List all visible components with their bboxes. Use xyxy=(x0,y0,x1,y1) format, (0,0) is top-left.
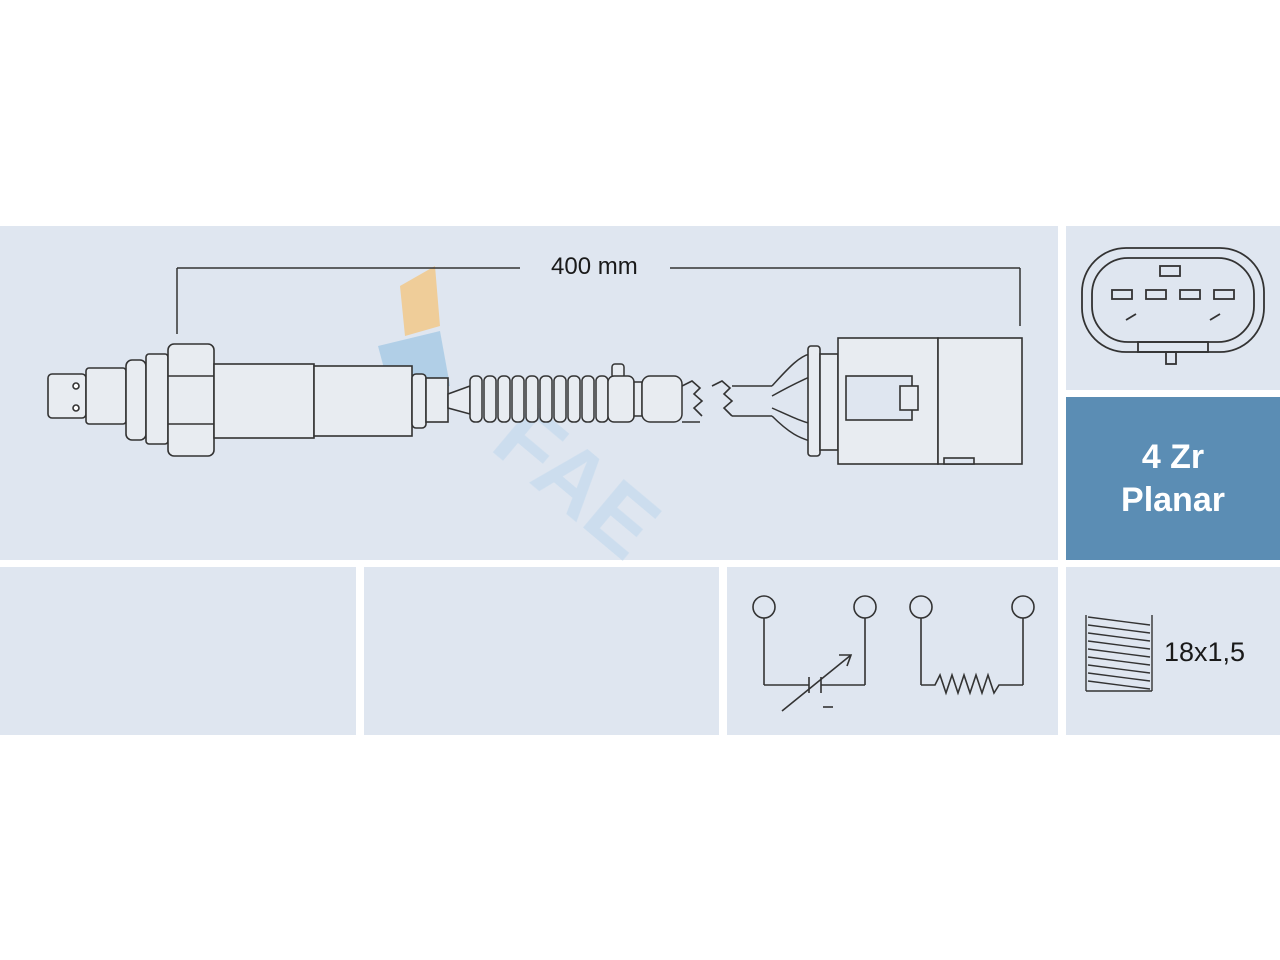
dimension-line xyxy=(176,267,1021,334)
protective-bellows xyxy=(469,363,683,423)
empty-info-panel-2 xyxy=(364,567,719,735)
oxygen-sensor-drawing: FAE xyxy=(47,266,1023,578)
connector-face-icon xyxy=(1081,247,1265,365)
circuit-diagram-panel xyxy=(727,567,1058,735)
variable-resistor-icon xyxy=(752,595,877,712)
connector-housing xyxy=(807,337,1023,465)
thread-spec-panel: 18x1,5 xyxy=(1066,567,1280,735)
cable-break-symbol xyxy=(681,380,772,423)
connector-wires xyxy=(771,353,813,442)
thread-size-label: 18x1,5 xyxy=(1164,637,1246,667)
heater-resistor-icon xyxy=(909,595,1035,696)
circuit-diagram xyxy=(752,595,1035,712)
sensor-type-line1: 4 Zr xyxy=(1141,437,1205,476)
sensor-body xyxy=(47,343,471,457)
length-dimension-label: 400 mm xyxy=(547,253,642,281)
sensor-drawing-panel: FAE xyxy=(0,226,1058,578)
sensor-type-badge: 4 Zr Planar xyxy=(1066,397,1280,560)
thread-icon xyxy=(1085,615,1153,692)
empty-info-panel-1 xyxy=(0,567,356,735)
sensor-type-line2: Planar xyxy=(1121,480,1225,519)
connector-face-panel xyxy=(1066,226,1280,390)
